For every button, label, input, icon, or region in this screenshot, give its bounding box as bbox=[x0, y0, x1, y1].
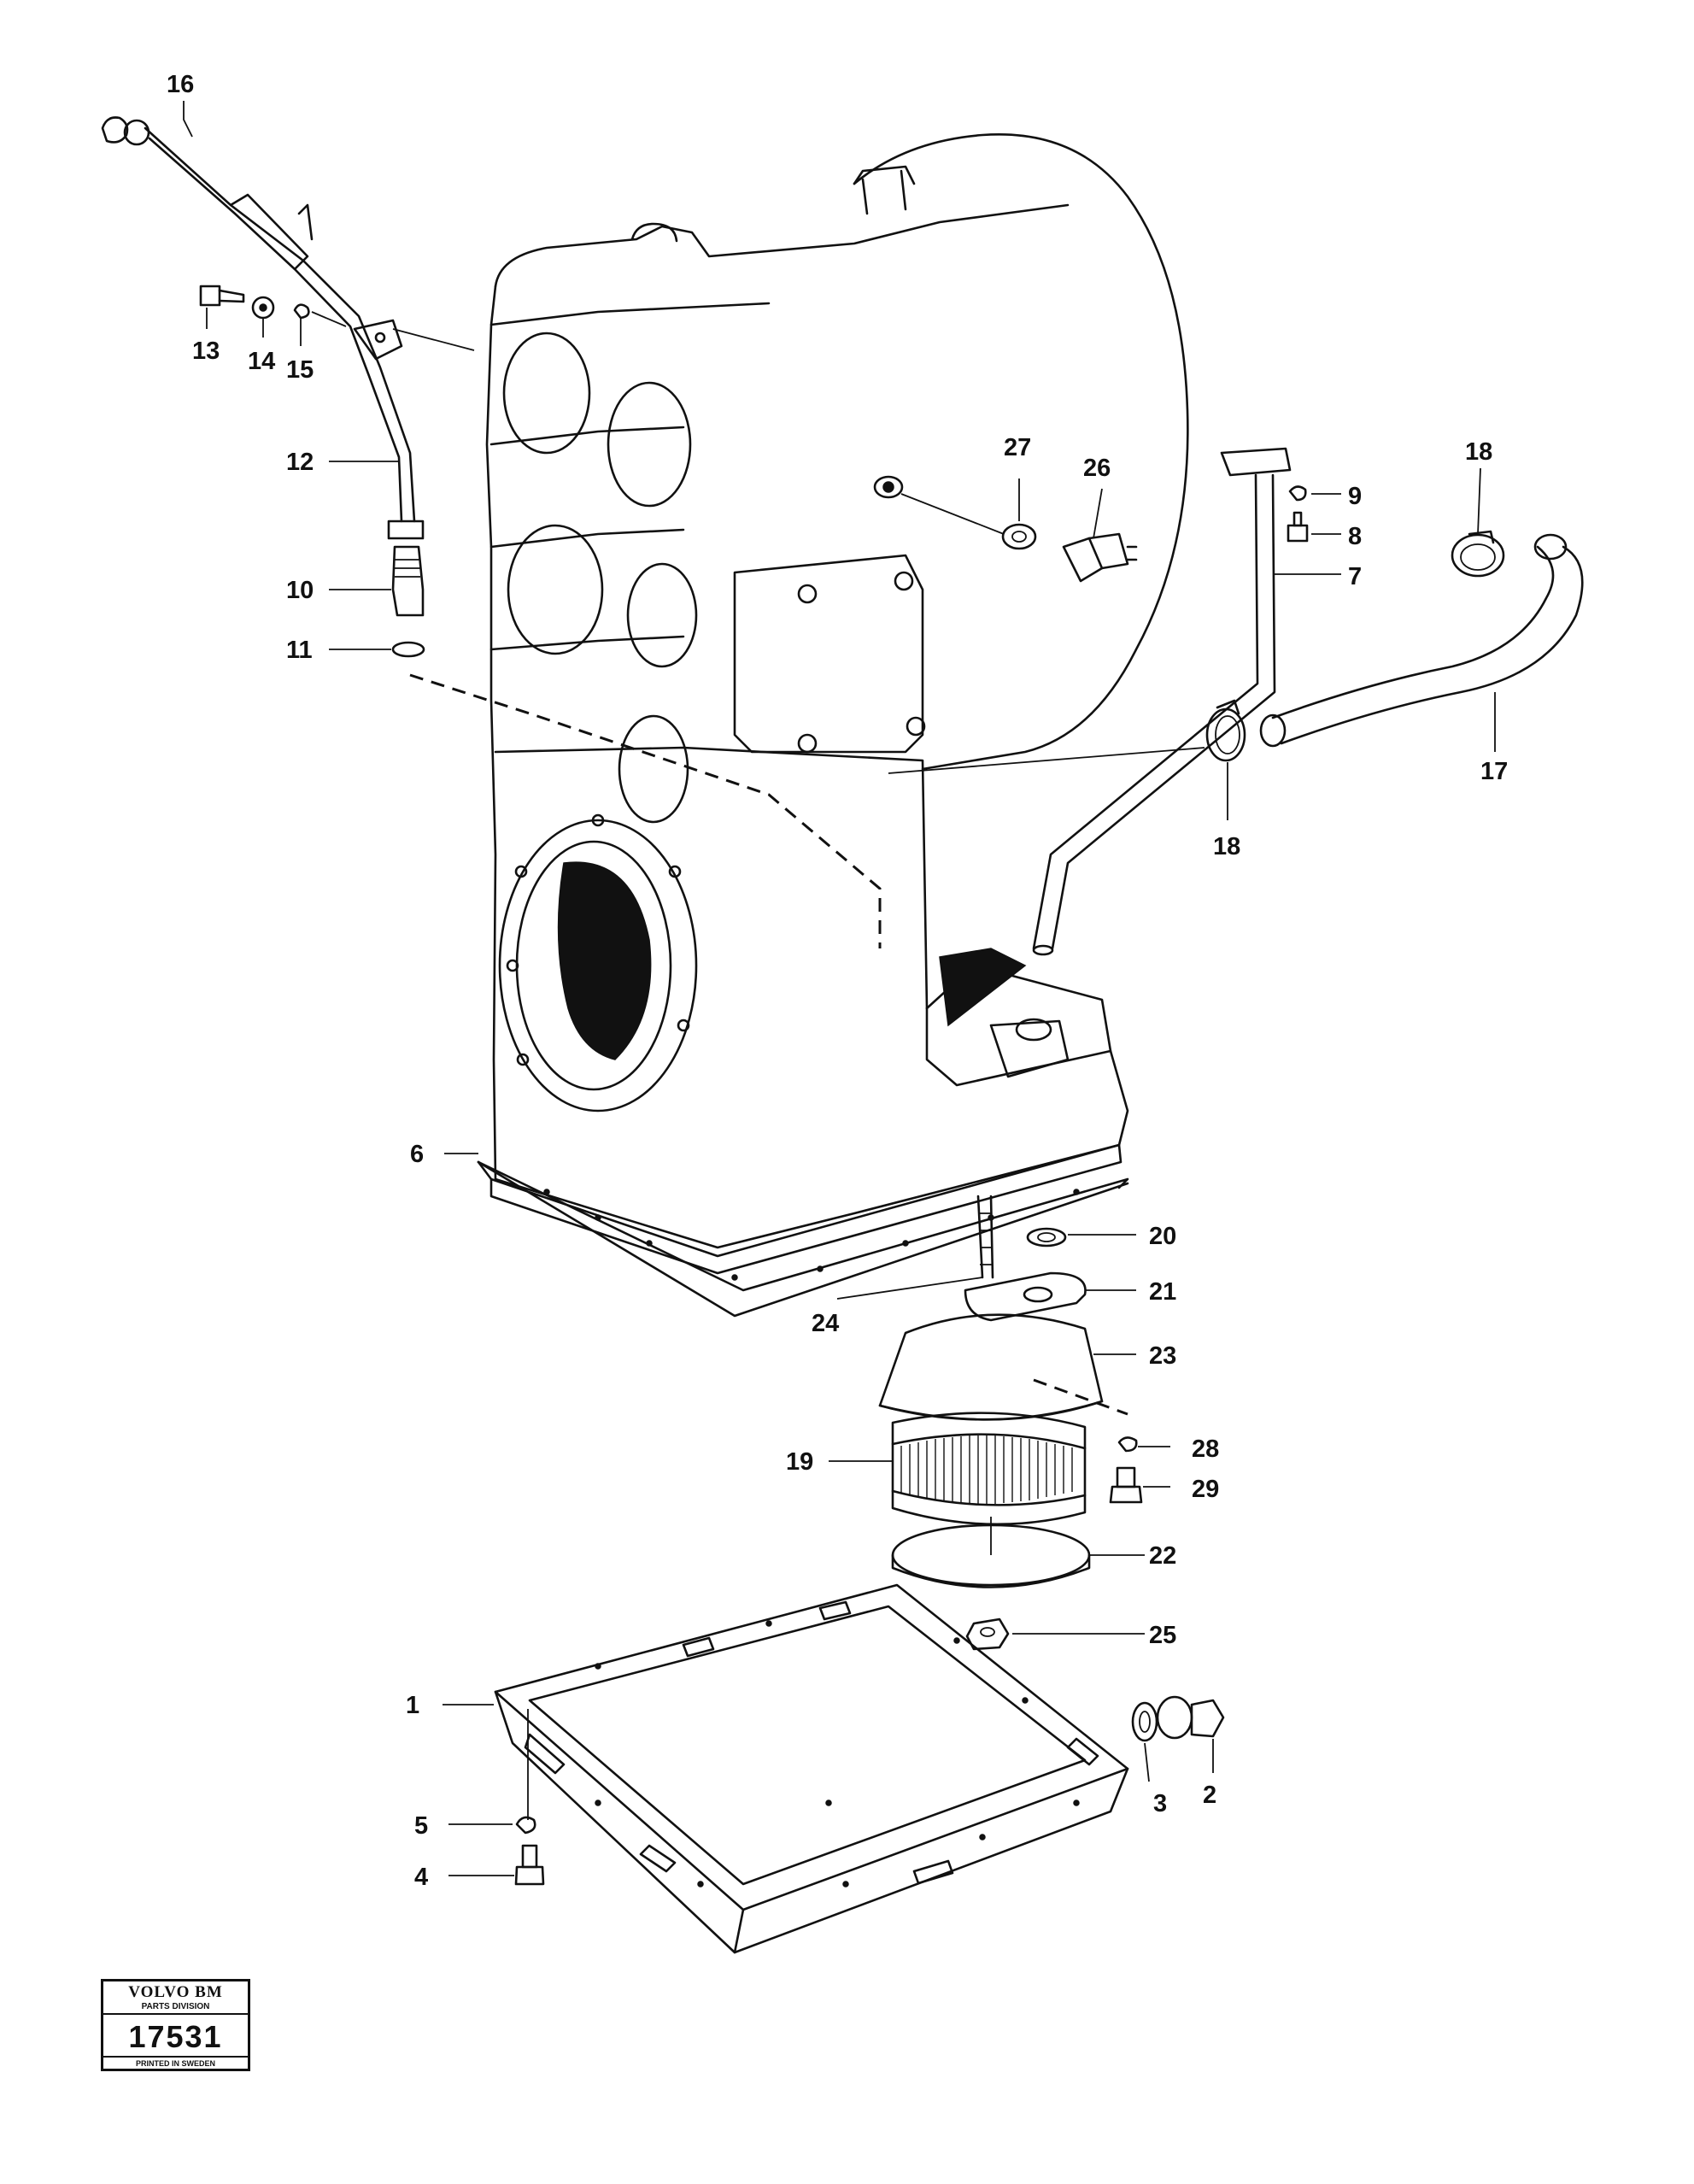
washer-20 bbox=[1026, 1227, 1067, 1248]
printed-label: PRINTED IN SWEDEN bbox=[103, 2056, 248, 2069]
callout-4: 4 bbox=[414, 1864, 428, 1891]
bolt-4 bbox=[514, 1844, 545, 1886]
dipstick-assembly bbox=[101, 116, 425, 658]
bracket-21 bbox=[964, 1271, 1087, 1322]
callout-29: 29 bbox=[1192, 1476, 1219, 1503]
callout-13: 13 bbox=[192, 338, 220, 365]
callout-22: 22 bbox=[1149, 1542, 1176, 1570]
callout-1: 1 bbox=[406, 1692, 419, 1719]
callout-5: 5 bbox=[414, 1812, 428, 1840]
callout-labels: 16 13 14 15 12 10 11 27 26 9 8 7 18 18 1… bbox=[167, 71, 1508, 1891]
filter-cover-23 bbox=[878, 1313, 1104, 1421]
callout-27: 27 bbox=[1004, 434, 1031, 461]
callout-15: 15 bbox=[286, 356, 314, 384]
callout-9: 9 bbox=[1348, 483, 1362, 510]
callout-3: 3 bbox=[1153, 1790, 1167, 1817]
lock-washer-28 bbox=[1117, 1436, 1138, 1453]
callout-20: 20 bbox=[1149, 1223, 1176, 1250]
callout-18-upper: 18 bbox=[1465, 438, 1492, 466]
lock-washer-9 bbox=[1288, 485, 1307, 502]
clamp-18-lower bbox=[1205, 699, 1246, 762]
washer-3 bbox=[1131, 1701, 1158, 1742]
callout-17: 17 bbox=[1480, 758, 1508, 785]
callout-8: 8 bbox=[1348, 523, 1362, 550]
fill-tube-7 bbox=[1032, 447, 1292, 956]
transmission-housing bbox=[485, 133, 1189, 1275]
gasket-6 bbox=[477, 1160, 1129, 1318]
callout-16: 16 bbox=[167, 71, 194, 98]
bolt-8 bbox=[1287, 511, 1309, 543]
callout-12: 12 bbox=[286, 449, 314, 476]
callout-24: 24 bbox=[812, 1310, 839, 1337]
callout-7: 7 bbox=[1348, 563, 1362, 590]
stud-24 bbox=[976, 1195, 994, 1279]
callout-14: 14 bbox=[248, 348, 275, 375]
lock-washer-15 bbox=[293, 303, 310, 320]
callout-2: 2 bbox=[1203, 1782, 1216, 1809]
filter-element-19 bbox=[891, 1412, 1087, 1526]
bolt-13 bbox=[199, 285, 245, 307]
hose-17 bbox=[1259, 533, 1584, 748]
callout-11: 11 bbox=[286, 637, 313, 664]
bolt-29 bbox=[1109, 1466, 1143, 1504]
callout-21: 21 bbox=[1149, 1278, 1176, 1306]
callout-28: 28 bbox=[1192, 1435, 1219, 1463]
division-label: PARTS DIVISION bbox=[103, 2002, 248, 2015]
leader-lines bbox=[183, 101, 1496, 1876]
drawing-number: 17531 bbox=[128, 2019, 223, 2054]
brand-name: VOLVO BM bbox=[128, 1983, 223, 2001]
callout-10: 10 bbox=[286, 577, 314, 604]
oil-pan-1 bbox=[494, 1583, 1129, 1954]
alignment-line-23 bbox=[1033, 1378, 1128, 1416]
alignment-line-tube bbox=[888, 747, 1205, 774]
callout-18-lower: 18 bbox=[1213, 833, 1240, 860]
callout-25: 25 bbox=[1149, 1622, 1176, 1649]
sensor-26 bbox=[1062, 532, 1138, 583]
callout-6: 6 bbox=[410, 1141, 424, 1168]
callout-19: 19 bbox=[786, 1448, 813, 1476]
callout-26: 26 bbox=[1083, 455, 1111, 482]
nut-25 bbox=[965, 1617, 1010, 1651]
base-plate-22 bbox=[891, 1517, 1091, 1588]
callout-23: 23 bbox=[1149, 1342, 1176, 1370]
clamp-18-upper bbox=[1451, 530, 1505, 578]
washer-27 bbox=[1001, 523, 1037, 550]
parts-division-stamp: VOLVO BM PARTS DIVISION 17531 PRINTED IN… bbox=[101, 1979, 250, 2071]
drain-plug-2 bbox=[1156, 1695, 1225, 1740]
alignment-line-10 bbox=[409, 673, 882, 948]
lock-washer-5 bbox=[515, 1816, 536, 1835]
